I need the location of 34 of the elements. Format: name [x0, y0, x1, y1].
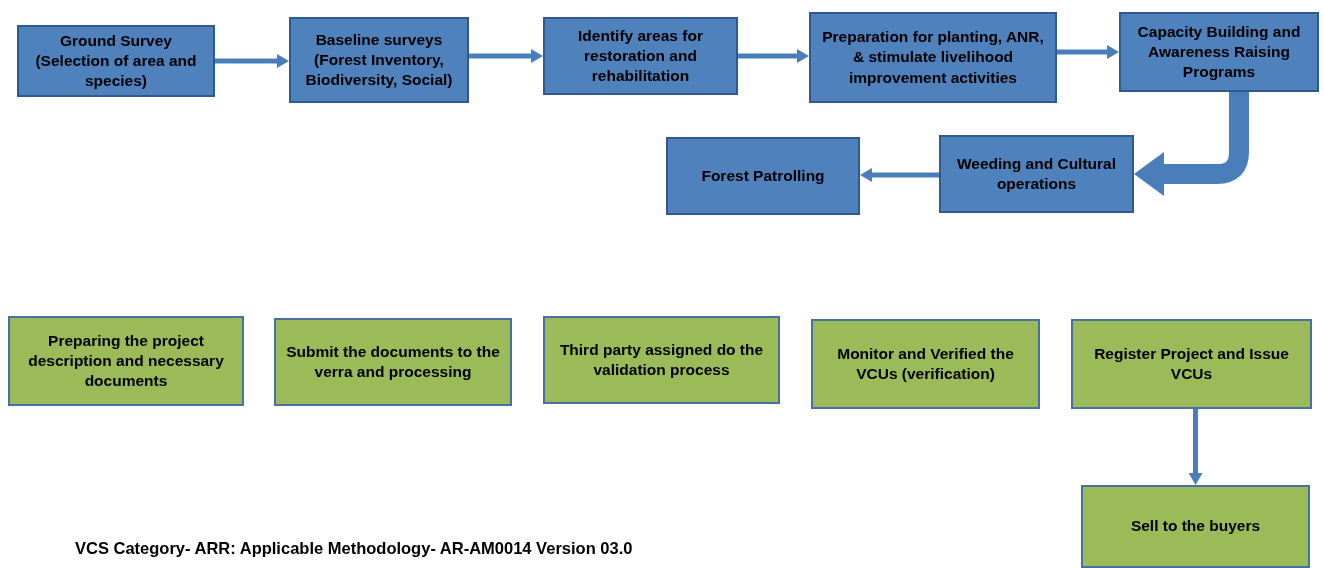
box-label: Identify areas for restoration and rehabilitation — [577, 25, 704, 87]
process-box — [8, 316, 244, 406]
box-label: Forest Patrolling — [701, 165, 825, 186]
box-label: Monitor and Verified the VCUs (verification) — [836, 343, 1015, 384]
process-box — [809, 12, 1057, 103]
process-box — [1119, 12, 1319, 92]
arrow — [1188, 409, 1203, 485]
box-label: Register Project and Issue VCUs — [1093, 343, 1290, 384]
box-label: Preparation for planting, ANR, & stimulate livelihood improvement activities — [821, 27, 1045, 88]
process-box — [1071, 319, 1312, 409]
process-box — [666, 137, 860, 215]
process-box — [543, 17, 738, 95]
process-box — [939, 135, 1134, 213]
process-box — [274, 318, 512, 406]
box-label: Third party assigned do the validation process — [558, 339, 765, 380]
process-box — [17, 25, 215, 97]
box-label: Baseline surveys (Forest Inventory, Biodiversity, Social) — [304, 29, 454, 91]
arrow — [738, 49, 809, 63]
process-box — [543, 316, 780, 404]
arrow — [1134, 92, 1249, 196]
process-box — [811, 319, 1040, 409]
box-label: Ground Survey (Selection of area and species) — [34, 30, 198, 92]
process-box — [1081, 485, 1310, 568]
arrow — [215, 54, 289, 68]
box-label: Submit the documents to the verra and processing — [285, 341, 501, 382]
box-label: Capacity Building and Awareness Raising Programs — [1136, 21, 1302, 83]
arrow — [1057, 45, 1119, 59]
arrow — [860, 168, 939, 182]
box-label: Preparing the project description and necessary documents — [27, 330, 225, 392]
process-box — [289, 17, 469, 103]
arrow — [469, 49, 543, 63]
box-label: Sell to the buyers — [1130, 516, 1261, 537]
caption: VCS Category- ARR: Applicable Methodology- AR-AM0014 Version 03.0 — [75, 539, 633, 558]
box-label: Weeding and Cultural operations — [956, 153, 1117, 194]
